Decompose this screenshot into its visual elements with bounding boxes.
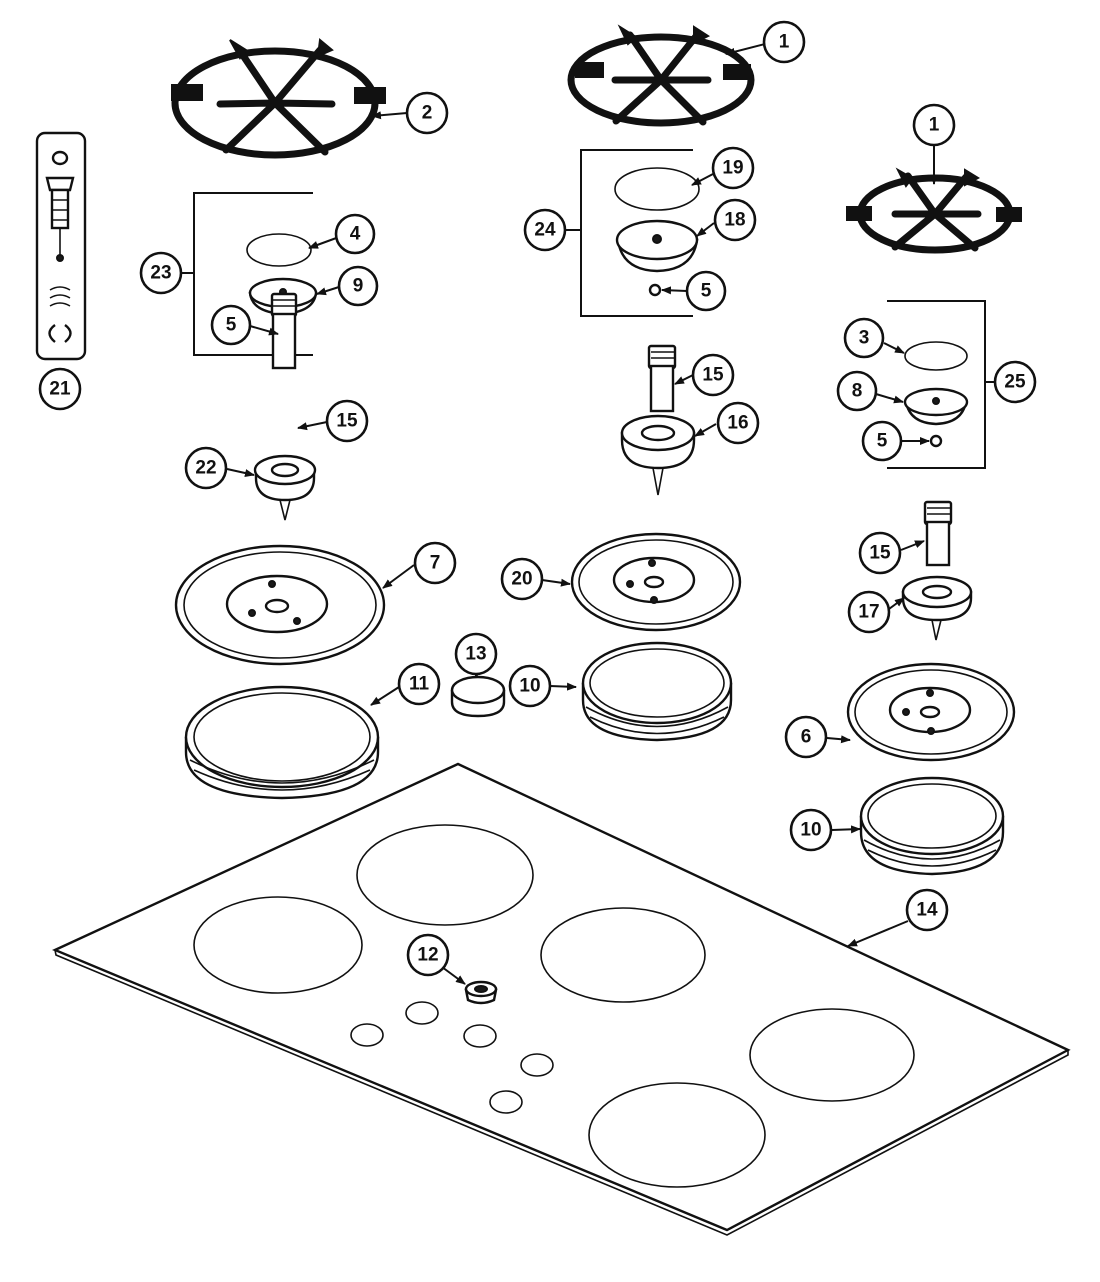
burner-tube-center: [647, 344, 677, 413]
callout-5: 5: [861, 420, 903, 462]
svg-text:11: 11: [409, 674, 430, 695]
callout-10: 10: [789, 808, 833, 852]
svg-text:20: 20: [511, 569, 532, 590]
svg-text:5: 5: [226, 315, 237, 336]
burner-opening: [356, 824, 534, 926]
burner-grate-center: [567, 24, 755, 127]
callout-13: 13: [454, 632, 498, 676]
svg-text:10: 10: [800, 820, 821, 841]
burner-base-left: [253, 454, 317, 521]
callout-1: 1: [762, 20, 806, 64]
callout-15: 15: [325, 399, 369, 443]
svg-text:3: 3: [859, 328, 870, 349]
callout-8: 8: [836, 370, 878, 412]
knob-holes: [350, 1001, 554, 1114]
svg-text:1: 1: [779, 32, 790, 53]
burner-tube-right: [923, 500, 953, 567]
svg-text:14: 14: [916, 900, 938, 921]
callout-23: 23: [139, 251, 183, 295]
svg-text:4: 4: [350, 224, 361, 245]
callout-15: 15: [858, 531, 902, 575]
callout-2: 2: [405, 91, 449, 135]
burner-base-right: [901, 575, 973, 641]
callout-1: 1: [912, 103, 956, 147]
svg-text:15: 15: [869, 543, 891, 564]
callout-20: 20: [500, 557, 544, 601]
callout-4: 4: [334, 213, 376, 255]
svg-text:12: 12: [417, 945, 438, 966]
svg-text:23: 23: [150, 263, 171, 284]
callout-18: 18: [713, 198, 757, 242]
callout-25: 25: [993, 360, 1037, 404]
svg-text:22: 22: [195, 458, 216, 479]
cooktop-panel: [52, 762, 1071, 1236]
svg-text:5: 5: [877, 431, 888, 452]
svg-text:6: 6: [801, 727, 812, 748]
burner-base-center: [620, 414, 696, 496]
svg-text:2: 2: [422, 103, 433, 124]
callout-21: 21: [38, 367, 82, 411]
svg-text:15: 15: [702, 365, 724, 386]
svg-text:18: 18: [724, 210, 745, 231]
svg-text:15: 15: [336, 411, 358, 432]
callout-12: 12: [406, 933, 450, 977]
callout-5: 5: [685, 270, 727, 312]
grommet-part: [464, 980, 498, 1005]
trim-ring-left: [184, 685, 380, 800]
svg-text:19: 19: [722, 158, 743, 179]
svg-text:24: 24: [534, 220, 556, 241]
svg-text:1: 1: [929, 115, 940, 136]
callout-3: 3: [843, 317, 885, 359]
callouts: 1 1 2 21 23 4 9 5 24 19 18 5 25 3 8 5 15…: [38, 20, 1037, 977]
burner-opening: [540, 907, 706, 1003]
burner-tube-left: [270, 292, 298, 370]
svg-text:16: 16: [727, 413, 748, 434]
trim-ring-center: [581, 641, 733, 742]
svg-text:9: 9: [353, 276, 364, 297]
callout-14: 14: [905, 888, 949, 932]
callout-11: 11: [397, 662, 441, 706]
callout-17: 17: [847, 590, 891, 634]
callout-6: 6: [784, 715, 828, 759]
drip-pan-center: [570, 532, 742, 632]
callout-5: 5: [210, 304, 252, 346]
callout-19: 19: [711, 146, 755, 190]
svg-text:8: 8: [852, 381, 863, 402]
burner-grate-left: [171, 38, 386, 159]
drip-pan-right: [846, 662, 1016, 762]
callout-9: 9: [337, 265, 379, 307]
svg-text:13: 13: [465, 644, 486, 665]
callout-24: 24: [523, 208, 567, 252]
svg-text:17: 17: [858, 602, 879, 623]
burner-cap-assembly-right: [887, 300, 986, 469]
callout-7: 7: [413, 541, 457, 585]
leader-lines: [226, 43, 938, 985]
svg-text:5: 5: [701, 281, 712, 302]
burner-opening: [588, 1082, 766, 1188]
callout-16: 16: [716, 401, 760, 445]
trim-ring-right: [859, 776, 1005, 876]
callout-10: 10: [508, 664, 552, 708]
burner-opening: [749, 1008, 915, 1102]
valve-kit: [35, 131, 87, 361]
burner-cap-assembly-center: [580, 149, 700, 317]
svg-text:21: 21: [49, 379, 71, 400]
drip-pan-left: [174, 544, 386, 666]
svg-text:25: 25: [1004, 372, 1026, 393]
svg-text:10: 10: [519, 676, 540, 697]
knob-cap: [450, 675, 506, 718]
burner-opening: [193, 896, 363, 994]
callout-15: 15: [691, 353, 735, 397]
callout-22: 22: [184, 446, 228, 490]
svg-text:7: 7: [430, 553, 441, 574]
